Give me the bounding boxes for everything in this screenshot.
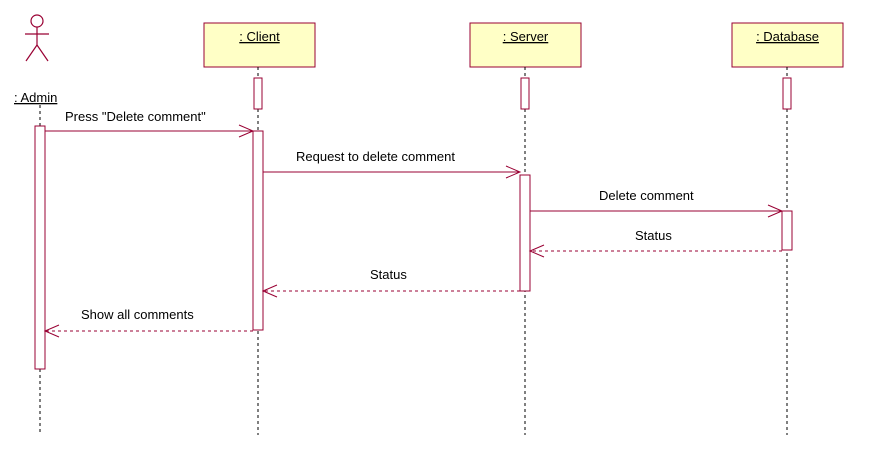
activation-admin — [34, 125, 46, 370]
message-show-all-comments[interactable]: Show all comments — [43, 307, 253, 338]
message-label: Press "Delete comment" — [65, 109, 206, 124]
activation-database-initial — [782, 77, 792, 110]
message-label: Status — [635, 228, 672, 243]
object-server[interactable]: : Server — [469, 22, 582, 68]
message-status-server-return[interactable]: Status — [261, 267, 520, 298]
message-label: Status — [370, 267, 407, 282]
message-label: Show all comments — [81, 307, 194, 322]
activation-server-initial — [520, 77, 530, 110]
actor-admin[interactable]: : Admin — [14, 14, 57, 105]
object-client-label: : Client — [239, 29, 280, 44]
object-client[interactable]: : Client — [203, 22, 316, 68]
activation-client-initial — [253, 77, 263, 110]
message-label: Delete comment — [599, 188, 694, 203]
message-delete-comment[interactable]: Delete comment — [530, 188, 784, 218]
message-press-delete-comment[interactable]: Press "Delete comment" — [45, 109, 255, 138]
activation-server — [519, 174, 531, 292]
object-database-label: : Database — [756, 29, 819, 44]
message-status-db-return[interactable]: Status — [528, 228, 782, 258]
activation-database — [781, 210, 793, 251]
object-database[interactable]: : Database — [731, 22, 844, 68]
message-label: Request to delete comment — [296, 149, 455, 164]
activation-client — [252, 130, 264, 331]
message-request-to-delete-comment[interactable]: Request to delete comment — [263, 149, 522, 179]
object-server-label: : Server — [503, 29, 549, 44]
actor-figure-icon — [25, 14, 49, 62]
actor-admin-label: : Admin — [14, 90, 57, 105]
